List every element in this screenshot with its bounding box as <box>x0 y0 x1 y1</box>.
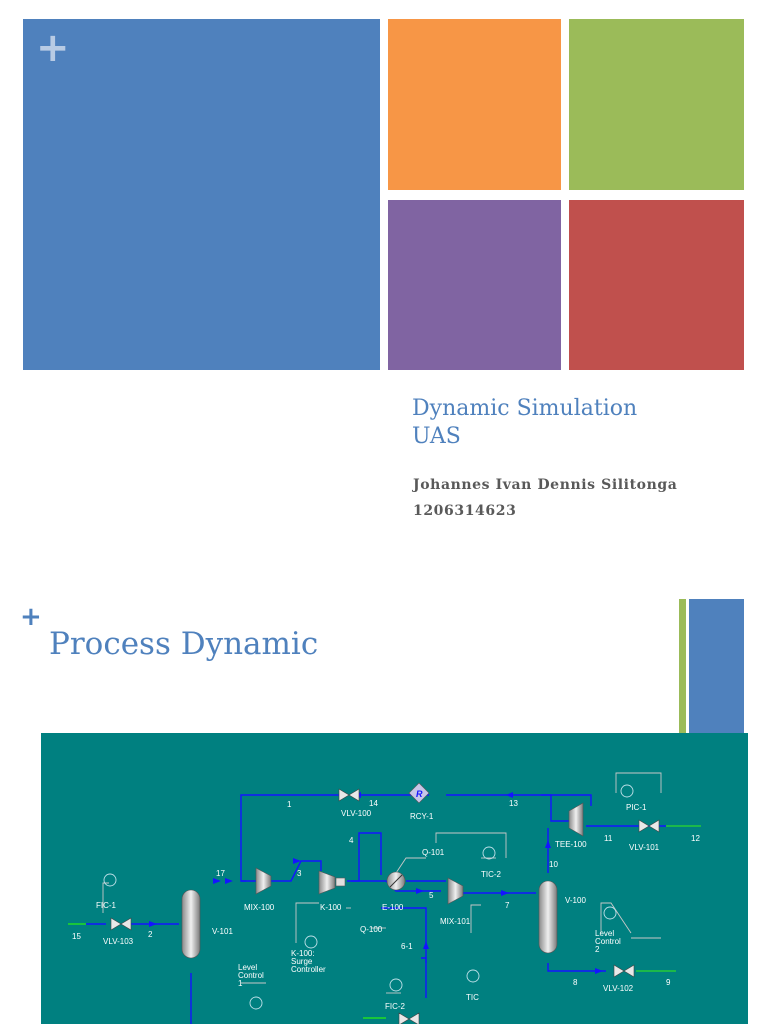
valve-vlv101 <box>638 819 660 833</box>
diagram-label: 8 <box>573 978 578 987</box>
slide-title-process-dynamic: Process Dynamic <box>49 626 319 662</box>
vessel-v100 <box>538 880 558 954</box>
valves <box>110 788 660 1024</box>
diagram-label: 15 <box>72 932 81 941</box>
diagram-label: MIX-100 <box>244 903 275 912</box>
controller-fic1 <box>103 873 117 887</box>
diagram-label: PIC-1 <box>626 803 647 812</box>
diagram-label: MIX-101 <box>440 917 471 926</box>
signal-lines <box>102 772 662 994</box>
diagram-label: 10 <box>549 860 558 869</box>
tile-red <box>569 200 744 370</box>
diagram-label: Control <box>238 971 264 980</box>
pfd-svg: 1 2 3 4 5 6-1 7 8 9 10 11 12 13 14 15 17… <box>68 772 701 1024</box>
diagram-label: TIC-2 <box>481 870 502 879</box>
accent-bar-blue <box>689 599 744 733</box>
diagram-label: Controller <box>291 965 326 974</box>
diagram-label: FIC-2 <box>385 1002 406 1011</box>
valve-vlv102 <box>613 964 635 978</box>
diagram-label: K-100: <box>291 949 315 958</box>
controller-tic2 <box>482 846 496 860</box>
diagram-label: K-100 <box>320 903 342 912</box>
valve-vlv100 <box>338 788 360 802</box>
diagram-label: Control <box>595 937 621 946</box>
diagram-label: 13 <box>509 799 518 808</box>
diagram-label: 1 <box>287 800 292 809</box>
compressor-k100 <box>318 870 336 895</box>
diagram-label: 2 <box>595 945 600 954</box>
diagram-labels: 1 2 3 4 5 6-1 7 8 9 10 11 12 13 14 15 17… <box>72 789 700 1011</box>
author-block: Johannes Ivan Dennis Silitonga 120631462… <box>413 472 677 524</box>
accent-bar-green <box>679 599 686 733</box>
diagram-label: R <box>416 789 423 799</box>
diagram-label: 9 <box>666 978 671 987</box>
controller-k100-surge <box>304 935 318 949</box>
vessel-v101 <box>181 889 201 959</box>
diagram-label: 12 <box>691 834 700 843</box>
feed-product-streams <box>68 825 701 1019</box>
author-id: 1206314623 <box>413 503 517 519</box>
valve-bottom <box>398 1012 420 1024</box>
controller-lc2 <box>603 906 617 920</box>
tile-purple <box>388 200 561 370</box>
tile-green <box>569 19 744 190</box>
diagram-label: 14 <box>369 799 378 808</box>
mixer-mix100 <box>255 867 272 895</box>
mixer-mix101 <box>447 877 464 905</box>
diagram-label: VLV-103 <box>103 937 134 946</box>
diagram-label: E-100 <box>382 903 404 912</box>
diagram-label: VLV-102 <box>603 984 634 993</box>
tile-blue <box>23 19 380 370</box>
plus-icon: + <box>20 602 42 632</box>
diagram-label: TEE-100 <box>555 840 587 849</box>
diagram-label: Q-101 <box>422 848 445 857</box>
slide-title: Dynamic Simulation UAS <box>412 395 637 451</box>
tile-orange <box>388 19 561 190</box>
diagram-label: VLV-100 <box>341 809 372 818</box>
diagram-label: Q-100 <box>360 925 383 934</box>
tee-tee100 <box>568 802 584 837</box>
diagram-label: 17 <box>216 869 225 878</box>
diagram-label: Level <box>595 929 614 938</box>
recycle-rcy1 <box>408 782 430 804</box>
diagram-label: V-100 <box>565 896 586 905</box>
heater-slash <box>389 874 403 888</box>
diagram-label: 6-1 <box>401 942 413 951</box>
compressor-motor <box>335 877 346 887</box>
diagram-label: Surge <box>291 957 313 966</box>
diagram-label: 1 <box>238 979 243 988</box>
controller-pic1 <box>620 784 634 798</box>
controller-lc1 <box>249 996 263 1010</box>
valve-vlv103 <box>110 917 132 931</box>
diagram-label: 2 <box>148 930 153 939</box>
diagram-label: FIC-1 <box>96 901 117 910</box>
title-line-2: UAS <box>412 424 461 449</box>
diagram-label: VLV-101 <box>629 843 660 852</box>
controller-tic <box>466 969 480 983</box>
diagram-label: V-101 <box>212 927 233 936</box>
diagram-label: 5 <box>429 891 434 900</box>
diagram-label: TIC <box>466 993 479 1002</box>
process-flow-diagram: 1 2 3 4 5 6-1 7 8 9 10 11 12 13 14 15 17… <box>41 733 748 1024</box>
diagram-label: 11 <box>604 834 613 843</box>
title-line-1: Dynamic Simulation <box>412 396 638 421</box>
diagram-label: 7 <box>505 901 510 910</box>
controller-fic2 <box>389 978 403 992</box>
flow-arrows <box>149 792 603 974</box>
plus-icon: + <box>36 25 70 71</box>
controllers <box>103 784 634 1010</box>
diagram-label: Level <box>238 963 257 972</box>
author-name: Johannes Ivan Dennis Silitonga <box>413 477 678 493</box>
diagram-label: 4 <box>349 836 354 845</box>
diagram-label: 3 <box>297 869 302 878</box>
diagram-label: RCY-1 <box>410 812 434 821</box>
